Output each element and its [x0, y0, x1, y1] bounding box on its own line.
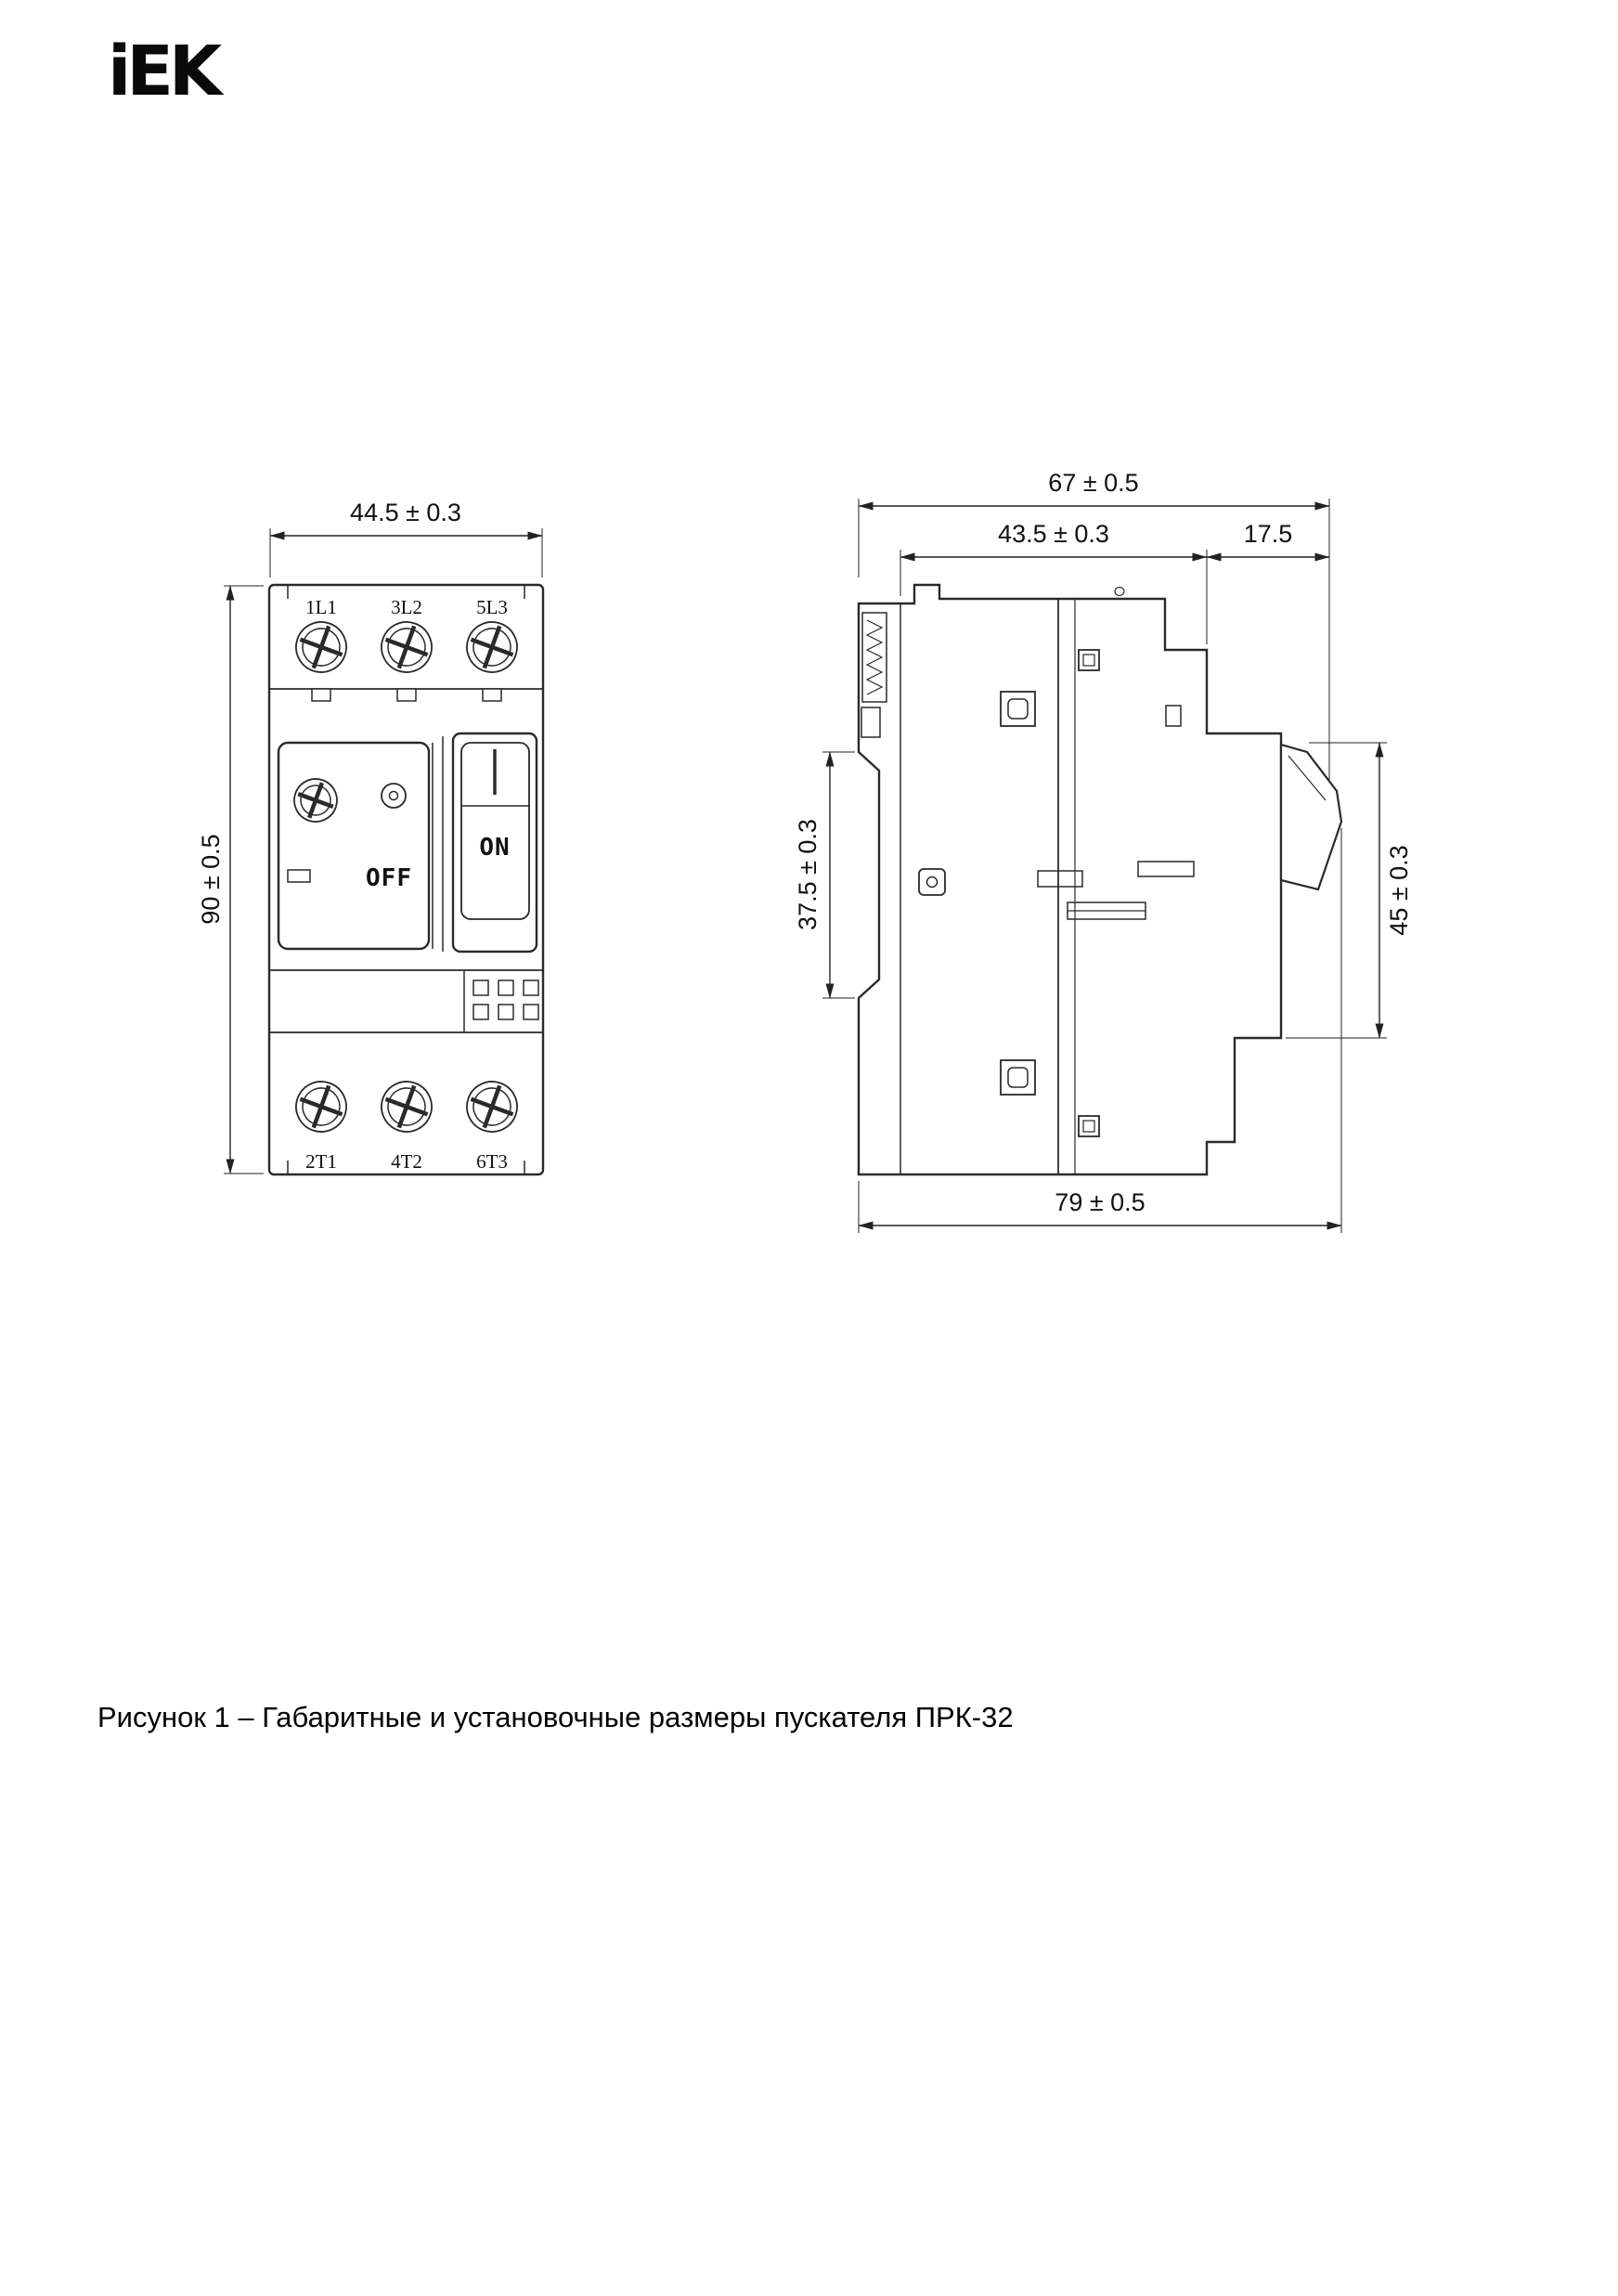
dim-side-depth-label: 79 ± 0.5 — [1055, 1188, 1145, 1216]
terminal-label-bottom-1: 2T1 — [305, 1150, 337, 1173]
vent-hole-icon — [1114, 586, 1125, 597]
terminal-label-top-1: 1L1 — [305, 596, 337, 618]
dim-side-total-width-label: 67 ± 0.5 — [1048, 469, 1138, 497]
off-label: OFF — [366, 864, 412, 892]
clip-top-icon — [1000, 691, 1036, 727]
dim-side-depth: 79 ± 0.5 — [858, 828, 1342, 1233]
side-body-outline — [857, 583, 1283, 1176]
terminal-screw-icon — [466, 1081, 518, 1133]
dim-front-width-label: 44.5 ± 0.3 — [350, 499, 461, 526]
terminal-label-top-3: 5L3 — [476, 596, 508, 618]
iek-logo: iEK — [108, 32, 222, 111]
terminal-screw-icon — [381, 1081, 433, 1133]
on-label: ON — [479, 834, 510, 862]
dim-front-width: 44.5 ± 0.3 — [269, 499, 543, 577]
latch-bottom-icon — [1078, 1115, 1100, 1137]
terminal-screw-icon — [466, 621, 518, 673]
dim-side-rail-height-label: 37.5 ± 0.3 — [794, 819, 822, 930]
latch-top-icon — [1078, 649, 1100, 671]
on-rocker — [460, 742, 530, 920]
dim-side-handle-width: 17.5 — [1206, 520, 1330, 562]
front-mold-lines — [287, 586, 525, 1174]
clip-bottom-icon — [1000, 1059, 1036, 1096]
dim-side-total-width: 67 ± 0.5 — [858, 469, 1330, 780]
side-view: 67 ± 0.5 43.5 ± 0.3 17.5 37.5 ± 0.3 — [794, 469, 1413, 1233]
dim-side-body-width-label: 43.5 ± 0.3 — [998, 520, 1109, 548]
dim-side-front-height: 45 ± 0.3 — [1286, 742, 1413, 1039]
dial-icon — [381, 783, 407, 809]
front-clip-bump — [1165, 705, 1182, 727]
off-module-outline — [277, 741, 431, 951]
terminal-label-bottom-3: 6T3 — [476, 1150, 508, 1173]
dim-side-handle-width-label: 17.5 — [1244, 520, 1293, 548]
figure-caption: Рисунок 1 – Габаритные и установочные ра… — [97, 1701, 1014, 1733]
test-button — [287, 869, 311, 883]
din-spring-icon — [861, 612, 887, 738]
fixing-hole-icon — [918, 868, 946, 896]
dim-front-height-label: 90 ± 0.5 — [197, 834, 225, 924]
terminal-screw-icon — [295, 1081, 347, 1133]
adjust-screw-icon — [293, 778, 338, 823]
dim-side-front-height-label: 45 ± 0.3 — [1385, 845, 1413, 935]
terminal-tabs-top — [311, 688, 502, 702]
dim-front-height: 90 ± 0.5 — [197, 585, 264, 1174]
accessory-band-lines — [269, 969, 543, 1033]
terminal-label-bottom-2: 4T2 — [391, 1150, 422, 1173]
front-view: 1L1 3L2 5L3 — [197, 499, 545, 1176]
terminal-label-top-2: 3L2 — [391, 596, 422, 618]
middle-slots — [1037, 861, 1195, 920]
on-switch-outline — [451, 732, 538, 953]
terminal-screw-icon — [295, 621, 347, 673]
dim-side-body-width: 43.5 ± 0.3 — [900, 520, 1208, 644]
handle-icon — [1279, 743, 1343, 891]
dim-side-rail-height: 37.5 ± 0.3 — [794, 751, 855, 999]
terminal-screw-icon — [381, 621, 433, 673]
module-groove — [432, 736, 444, 952]
accessory-contact-grid — [472, 979, 539, 1020]
